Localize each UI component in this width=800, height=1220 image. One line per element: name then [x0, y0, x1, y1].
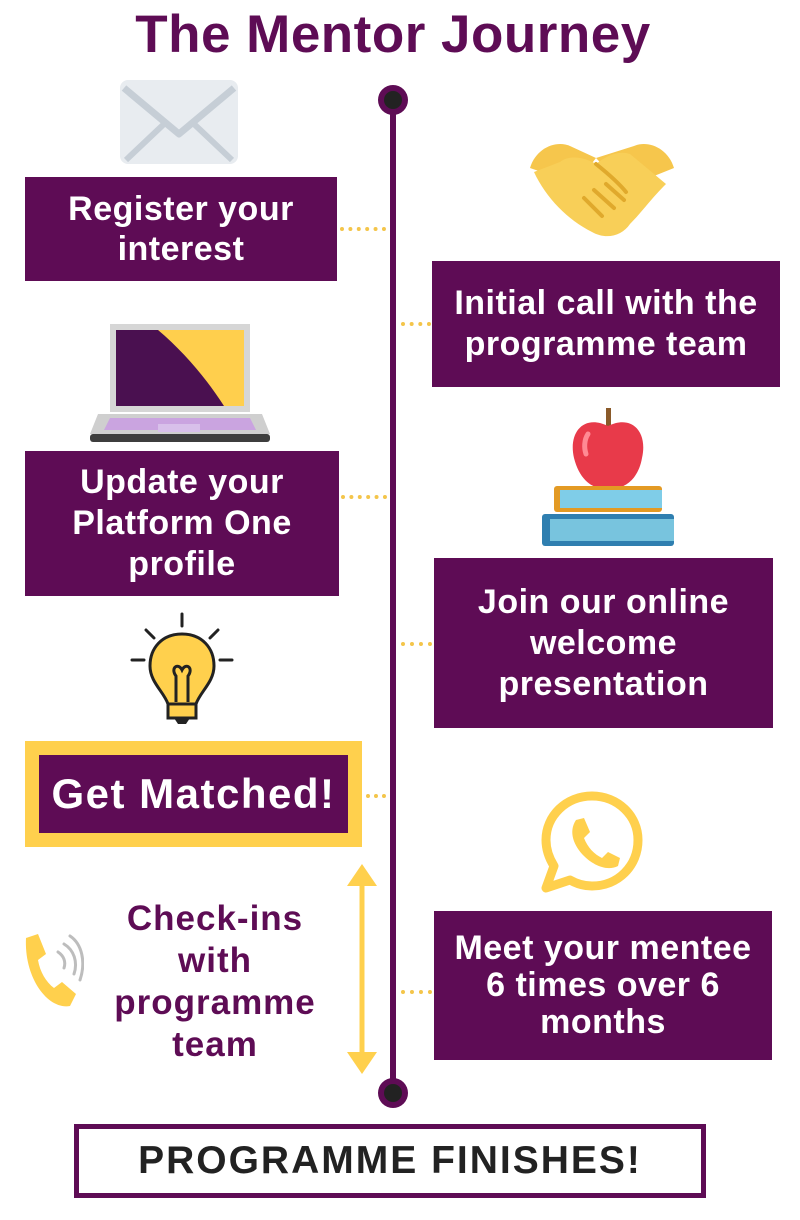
step-initial-call-line2: programme team [464, 325, 748, 363]
whatsapp-icon [541, 791, 643, 893]
handshake-icon [530, 144, 674, 237]
step-welcome-presentation-line3: presentation [498, 664, 709, 703]
get-matched-box: Get Matched! [39, 755, 348, 833]
connector-2 [401, 322, 431, 326]
checkins-line4: team [172, 1025, 258, 1064]
checkins-double-arrow-icon [347, 864, 377, 1074]
apple-books-icon [542, 408, 674, 546]
step-register-line2: interest [117, 230, 245, 268]
checkins-label: Check-ins with programme team [90, 898, 340, 1066]
step-update-profile-box: Update your Platform One profile [25, 451, 339, 596]
step-welcome-presentation-line1: Join our online [477, 582, 730, 621]
lightbulb-icon [130, 612, 234, 724]
step-register-box: Register your interest [25, 177, 337, 281]
connector-4 [401, 642, 432, 646]
get-matched-frame: Get Matched! [25, 741, 362, 847]
step-update-profile-line2: Platform One [72, 504, 292, 542]
step-meet-mentee-line3: months [540, 1003, 666, 1041]
step-welcome-presentation-line2: welcome [529, 623, 678, 662]
connector-3 [341, 495, 387, 499]
connector-1 [340, 227, 386, 231]
laptop-icon [90, 324, 270, 442]
step-meet-mentee-box: Meet your mentee 6 times over 6 months [434, 911, 772, 1060]
connector-5 [366, 794, 386, 798]
checkins-line1: Check-ins [126, 899, 304, 938]
step-initial-call-box: Initial call with the programme team [432, 261, 780, 387]
checkins-line2: with [178, 941, 252, 980]
step-meet-mentee-line1: Meet your mentee [454, 929, 752, 967]
connector-6 [401, 990, 432, 994]
envelope-icon [120, 80, 238, 164]
step-meet-mentee-line2: 6 times over 6 [486, 966, 720, 1004]
programme-finishes-banner: PROGRAMME FINISHES! [74, 1124, 706, 1198]
step-initial-call-line1: Initial call with the [454, 284, 758, 322]
page-title: The Mentor Journey [135, 5, 651, 64]
step-update-profile-line3: profile [128, 545, 236, 583]
phone-ringing-icon [25, 934, 84, 1007]
step-welcome-presentation-box: Join our online welcome presentation [434, 558, 773, 728]
step-register-line1: Register your [68, 190, 294, 228]
checkins-line3: programme [114, 983, 316, 1022]
step-update-profile-line1: Update your [80, 463, 284, 501]
